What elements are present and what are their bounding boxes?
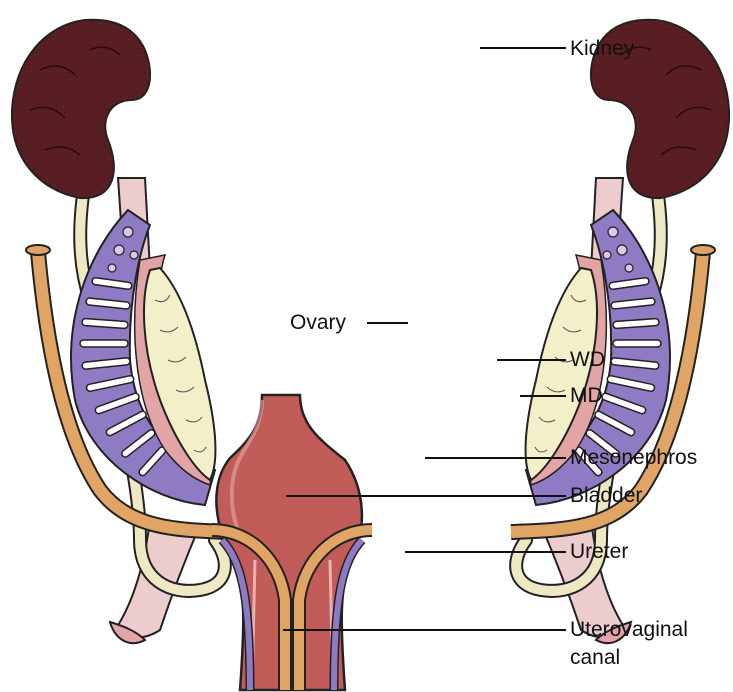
left-ovary [143, 266, 217, 482]
label-mesonephros: Mesonephros [570, 446, 698, 469]
label-bladder: Bladder [570, 484, 643, 507]
left-tubules [79, 276, 167, 477]
left-structures [10, 18, 232, 645]
label-ovary: Ovary [290, 311, 347, 334]
label-canal: canal [570, 646, 621, 669]
label-ureter: Ureter [570, 540, 629, 563]
right-structures [509, 18, 731, 645]
label-md: MD [570, 384, 603, 407]
leader-lines [283, 47, 566, 631]
label-wd: WD [570, 348, 605, 371]
label-kidney: Kidney [570, 37, 635, 60]
label-uterovaginal: Uterovaginal [570, 618, 688, 641]
bladder-group [211, 393, 373, 692]
